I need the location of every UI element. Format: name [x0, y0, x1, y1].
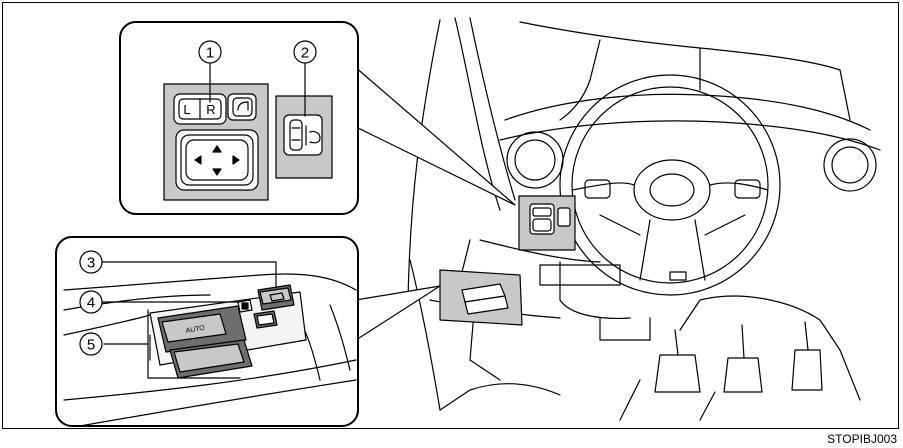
callout-number-3: 3: [79, 250, 103, 274]
mirror-callout-box: [119, 21, 516, 215]
window-callout-box: AUTO: [55, 236, 441, 427]
svg-text:4: 4: [87, 295, 95, 312]
mirror-left-label: L: [183, 102, 190, 117]
callout-number-5: 5: [79, 332, 103, 356]
svg-text:5: 5: [87, 337, 95, 354]
mirror-select-switch[interactable]: [173, 93, 227, 125]
steering-wheel: [559, 74, 781, 296]
callout-number-2: 2: [293, 40, 317, 64]
svg-text:2: 2: [301, 45, 309, 62]
door-window-switch-highlight: [439, 269, 523, 326]
mirror-right-label: R: [206, 102, 215, 117]
auto-label: AUTO: [185, 325, 206, 335]
svg-text:1: 1: [206, 45, 214, 62]
mirror-adjust-pad[interactable]: [175, 129, 259, 191]
figure-frame: [2, 2, 899, 429]
mirror-fold-switch[interactable]: [227, 93, 257, 121]
passenger-window-switch[interactable]: [257, 284, 295, 311]
callout-number-1: 1: [198, 40, 222, 64]
dash-mirror-switch-highlight: [518, 195, 576, 251]
callout-number-4: 4: [79, 290, 103, 314]
headlight-level-dial[interactable]: [283, 114, 323, 156]
image-code: STOPIBJ003: [827, 432, 897, 446]
driver-window-switch[interactable]: AUTO: [157, 305, 253, 379]
svg-text:3: 3: [87, 255, 95, 272]
window-lock-switch[interactable]: [237, 299, 278, 329]
